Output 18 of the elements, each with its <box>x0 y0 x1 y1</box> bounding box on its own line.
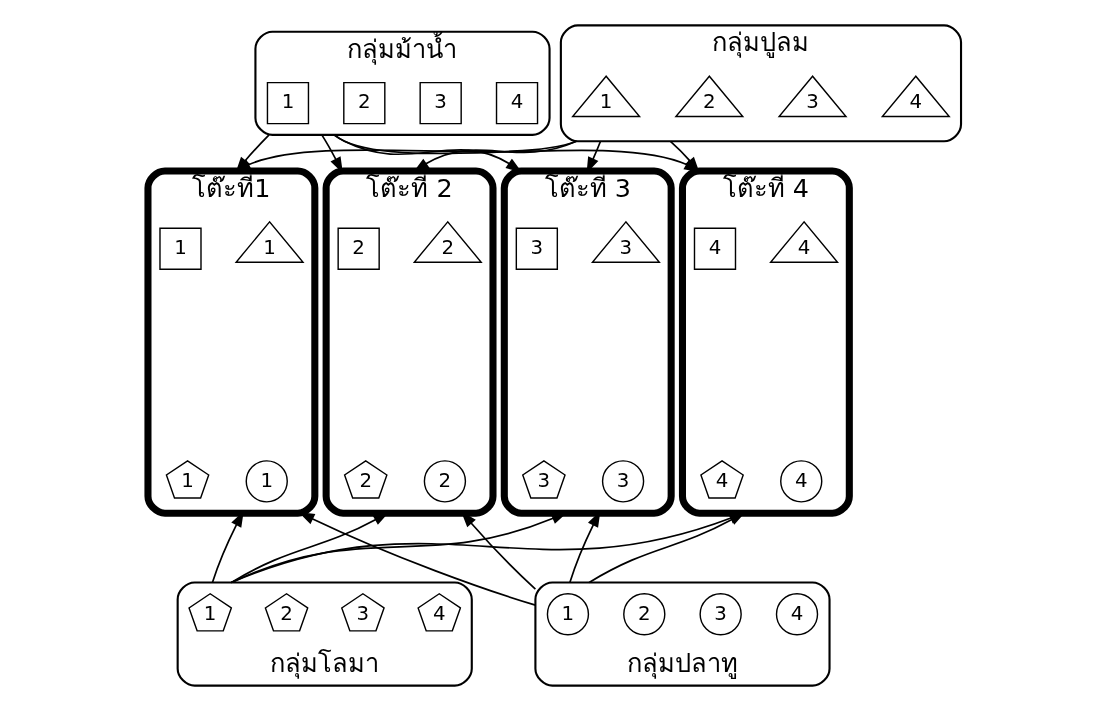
node-box: 4 <box>495 81 538 125</box>
node-circle: 1 <box>546 593 589 636</box>
node-box: 1 <box>158 227 202 270</box>
node-box: 2 <box>342 81 386 125</box>
node-circle: 3 <box>601 460 644 503</box>
node-circle: 2 <box>622 593 665 636</box>
node-box: 2 <box>336 227 380 270</box>
node-circle: 3 <box>698 593 742 636</box>
arrow <box>230 511 389 584</box>
node-box: 4 <box>693 227 736 270</box>
node-circle: 2 <box>423 460 466 503</box>
node-box: 3 <box>515 227 558 270</box>
node-box: 1 <box>266 81 309 125</box>
node-circle: 4 <box>775 593 818 636</box>
node-circle: 1 <box>245 460 288 503</box>
node-box: 3 <box>418 81 462 125</box>
node-circle: 4 <box>779 460 822 503</box>
arrow <box>333 134 522 173</box>
